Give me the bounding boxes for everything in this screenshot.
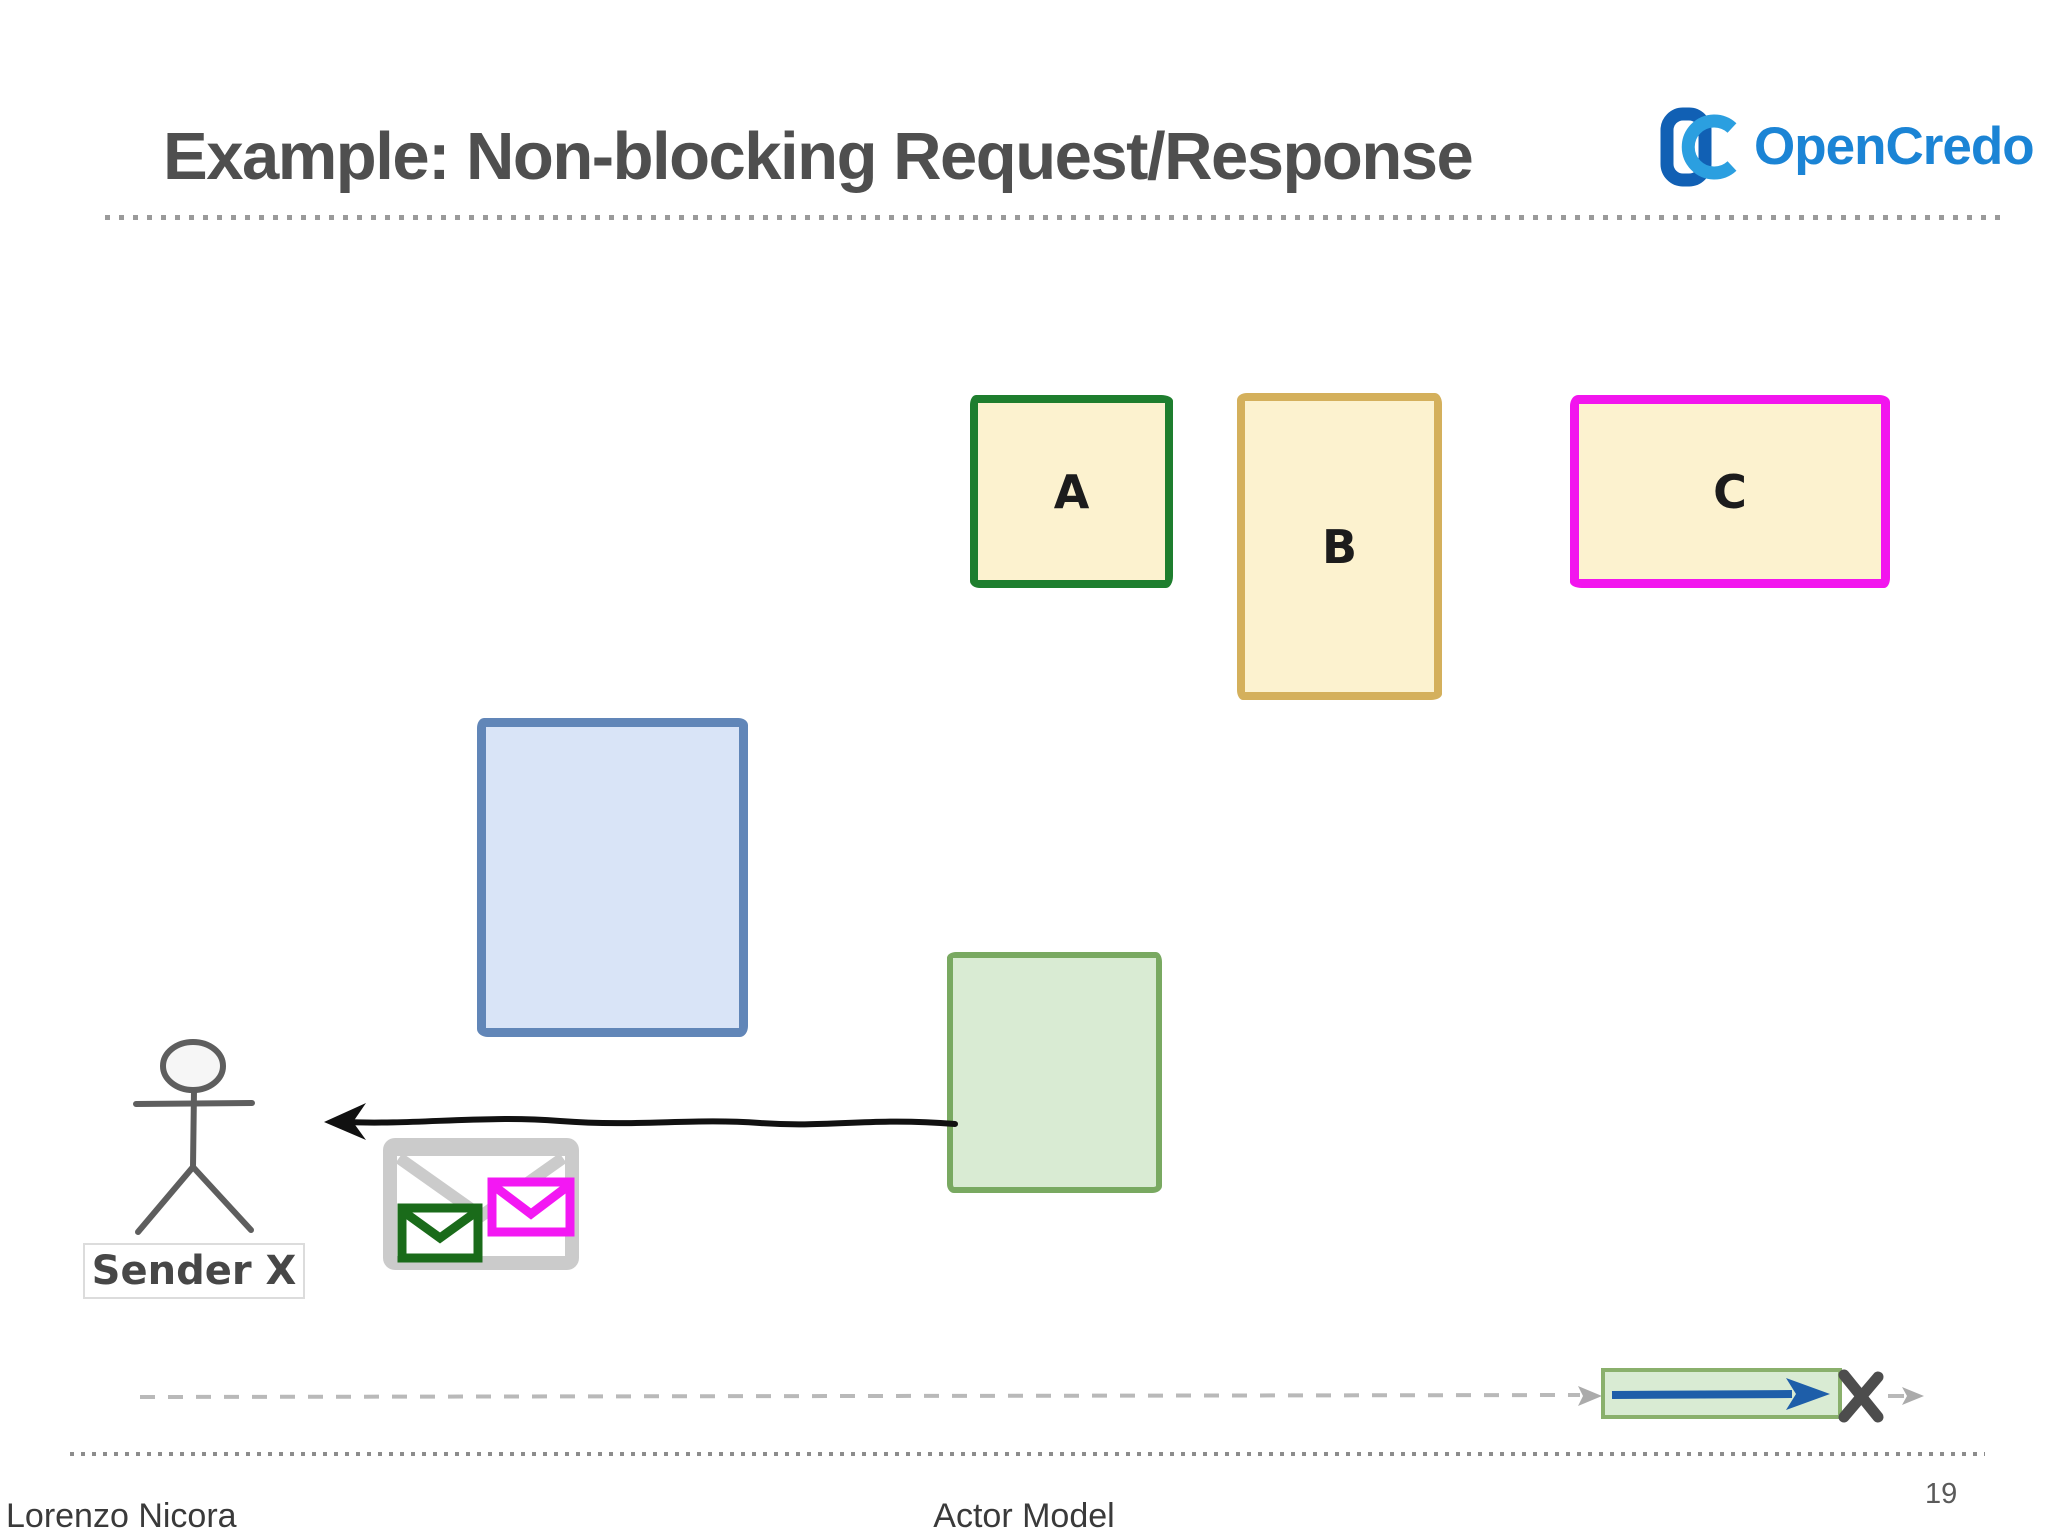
stick-figure-arms — [133, 1100, 255, 1107]
timeline-blue-arrow-line — [1611, 1390, 1793, 1399]
actor-box-b: B — [1237, 393, 1442, 700]
message-arrow-line — [341, 1116, 958, 1128]
message-arrow-icon — [324, 1103, 958, 1140]
timeline-blue-arrowhead-icon — [1786, 1378, 1830, 1410]
footer-deck-title: Actor Model — [933, 1497, 1115, 1535]
footer-divider — [70, 1452, 1985, 1456]
actor-a-label: A — [1053, 464, 1090, 519]
opencredo-logo-text: OpenCredo — [1754, 117, 2035, 176]
timeline — [139, 1368, 1924, 1423]
opencredo-logo-mark-icon — [1660, 107, 1737, 187]
sender-label: Sender X — [83, 1243, 305, 1299]
opencredo-logo: OpenCredo — [1658, 104, 2035, 189]
timeline-end-arrowhead-icon — [1902, 1387, 1924, 1405]
page-title: Example: Non-blocking Request/Response — [163, 119, 1474, 194]
actor-box-c: C — [1570, 395, 1890, 588]
stick-figure-head — [160, 1039, 226, 1093]
x-mark-icon — [1838, 1369, 1884, 1423]
timeline-mid-arrowhead-icon — [1578, 1386, 1602, 1406]
blue-box — [477, 718, 748, 1037]
green-box — [947, 952, 1162, 1193]
title-divider — [105, 215, 2000, 220]
stick-figure-left-leg — [135, 1164, 196, 1235]
footer-author: Lorenzo Nicora — [6, 1497, 237, 1535]
actor-b-label: B — [1321, 519, 1358, 574]
timeline-dashed-line — [139, 1393, 1581, 1399]
page-number: 19 — [1925, 1478, 1958, 1510]
actor-c-label: C — [1713, 464, 1747, 519]
sender-label-text: Sender X — [91, 1248, 297, 1294]
green-envelope-icon — [397, 1203, 483, 1263]
actor-box-a: A — [970, 395, 1173, 588]
mailbox-envelopes-icon — [383, 1138, 579, 1270]
logo-o-shape — [1660, 107, 1712, 187]
magenta-envelope-icon — [487, 1177, 575, 1237]
sender-stick-figure-icon — [133, 1039, 255, 1235]
message-arrowhead — [324, 1103, 366, 1140]
stick-figure-right-leg — [190, 1164, 254, 1233]
logo-c-shape — [1681, 114, 1737, 180]
